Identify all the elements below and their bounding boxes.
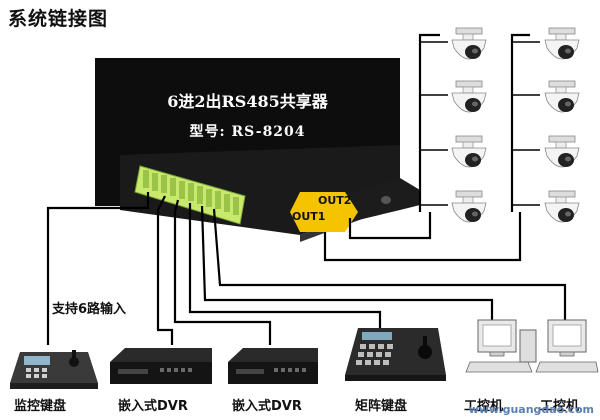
site-watermark: www.guangdao.com <box>468 403 594 416</box>
device-model: 型号: RS-8204 <box>189 124 306 140</box>
peripheral-label: 工控机 <box>540 399 580 414</box>
pc-icon <box>535 319 599 373</box>
peripheral-label: 嵌入式DVR <box>118 399 188 414</box>
diagram-title: 系统链接图 <box>8 8 109 30</box>
peripheral-label: 监控键盘 <box>14 399 67 414</box>
dvr-icon <box>228 348 318 384</box>
out1-label: OUT1 <box>292 210 326 223</box>
out2-label: OUT2 <box>318 194 352 207</box>
pc-icon <box>465 319 537 373</box>
peripheral-label: 工控机 <box>464 399 504 414</box>
terminal-block <box>134 165 246 225</box>
matrix-keyboard-icon <box>345 328 446 381</box>
control-keyboard-icon <box>10 350 98 389</box>
wires <box>46 33 567 345</box>
peripheral-label: 嵌入式DVR <box>232 399 302 414</box>
input-caption: 支持6路输入 <box>52 302 127 317</box>
camera-branches <box>420 41 540 206</box>
device-heading: 6进2出RS485共享器 <box>167 92 328 111</box>
peripheral-label: 矩阵键盘 <box>355 399 408 414</box>
output-highlight <box>290 192 358 232</box>
dvr-icon <box>110 348 212 384</box>
